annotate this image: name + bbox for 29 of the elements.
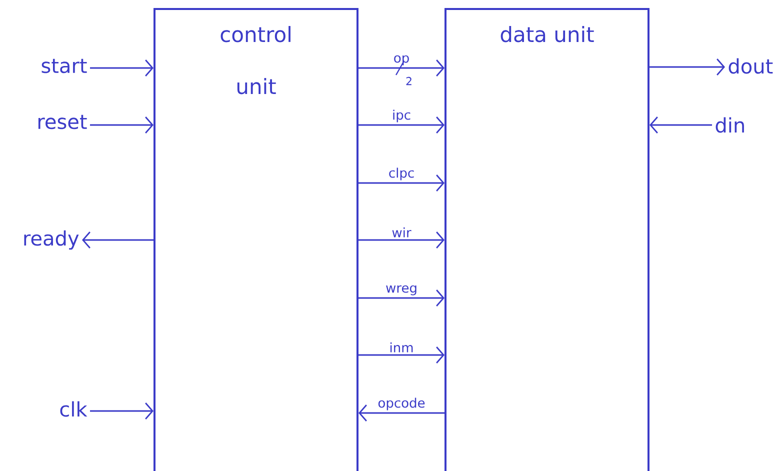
arrow	[358, 290, 444, 306]
edge-label: ipc	[393, 110, 410, 122]
arrow	[358, 60, 444, 76]
unit-box: control unit	[154, 8, 358, 471]
edge-label: op	[394, 55, 409, 66]
edge-label: clpc	[389, 168, 414, 180]
signal-label: reset	[38, 114, 87, 130]
arrow	[358, 404, 444, 422]
arrow	[650, 116, 712, 134]
bus-width-label: 2	[406, 76, 412, 86]
arrow	[358, 346, 444, 364]
edge-label: inm	[390, 342, 413, 352]
arrow	[358, 232, 444, 248]
signal-label: ready	[24, 230, 79, 250]
signal-label: clk	[60, 401, 88, 417]
edge-label: opcode	[378, 398, 425, 410]
arrow	[358, 174, 444, 192]
arrow	[90, 60, 154, 76]
arrow	[650, 58, 726, 76]
arrow	[82, 232, 154, 248]
signal-label: start	[42, 58, 87, 74]
edge-label: wreg	[386, 285, 416, 296]
signal-label: din	[716, 117, 744, 133]
arrow	[90, 402, 154, 420]
arrow	[358, 116, 444, 134]
signal-label: dout	[728, 58, 773, 74]
unit-box: data unit	[444, 8, 650, 471]
edge-label: wir	[392, 227, 412, 238]
arrow	[90, 116, 154, 134]
